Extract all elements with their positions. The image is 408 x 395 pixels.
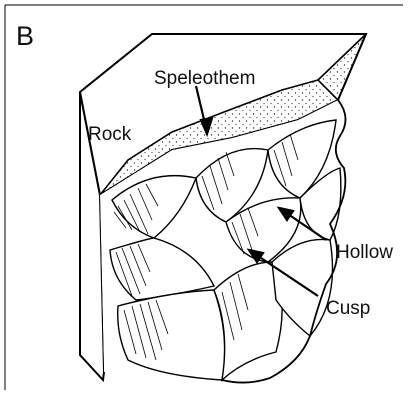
label-hollow: Hollow (336, 242, 393, 263)
label-rock: Rock (88, 124, 132, 145)
label-speleothem: Speleothem (154, 68, 255, 89)
panel-label: B (16, 21, 34, 51)
label-cusp: Cusp (326, 298, 370, 319)
